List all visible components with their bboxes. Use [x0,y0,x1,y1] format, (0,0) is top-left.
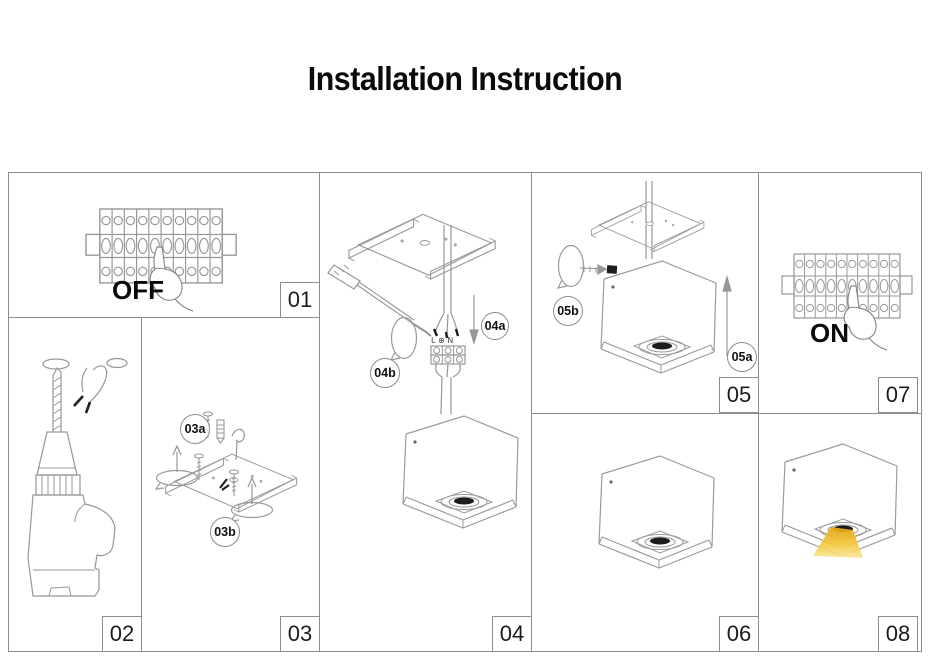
step-4-number: 04 [492,616,532,652]
step-8-panel: 08 [758,413,921,652]
step-2-panel: 02 [9,317,142,652]
step-3-panel: 03a 03b 03 [141,317,320,652]
step-2-number: 02 [102,616,142,652]
step-7-panel: ON 07 [758,173,921,413]
badge-label: 05a [731,350,753,364]
step-4b-badge: 04b [370,358,400,388]
step-4-panel: L ⊕ N 04a 04b 04 [319,173,532,652]
step-8-number: 08 [878,616,918,652]
wiring-illustration: L ⊕ N [327,213,519,529]
step-number-text: 07 [885,382,911,407]
terminal-markings: L ⊕ N [431,336,453,345]
step-number-text: 06 [726,621,752,646]
badge-label: 03a [184,422,206,436]
step-1-panel: OFF 01 [9,173,320,318]
drill-illustration [27,357,128,597]
breaker-off-illustration [9,173,319,312]
step-6-panel: 06 [531,413,759,652]
step-number-text: 03 [287,621,313,646]
step-number-text: 08 [885,621,911,646]
step-3a-badge: 03a [180,414,210,444]
on-label: ON [810,318,849,348]
step-7-number: 07 [878,377,918,413]
step-number-text: 01 [287,287,313,312]
step-5-number: 05 [719,377,759,413]
step-4a-badge: 04a [481,312,509,340]
step-5-panel: 05a 05b 05 [531,173,759,413]
page-title: Installation Instruction [307,60,623,97]
step-1-number: 01 [280,282,320,318]
mounted-fixture-illustration [598,455,715,569]
step-5b-badge: 05b [553,296,583,326]
mounting-plate-illustration [155,411,298,522]
light-on-illustration [781,443,898,558]
fixing-illustration [557,181,732,374]
step-number-text: 04 [499,621,525,646]
step-6-number: 06 [719,616,759,652]
step-3-number: 03 [280,616,320,652]
instruction-grid: OFF 01 02 [8,172,922,652]
badge-label: 04b [374,366,396,380]
step-5a-badge: 05a [727,342,757,372]
off-label: OFF [112,275,164,305]
badge-label: 03b [214,525,236,539]
step-number-text: 02 [109,621,135,646]
badge-label: 04a [484,319,506,333]
step-3b-badge: 03b [210,517,240,547]
light-beam [813,527,863,558]
step-number-text: 05 [726,382,752,407]
badge-label: 05b [557,304,579,318]
